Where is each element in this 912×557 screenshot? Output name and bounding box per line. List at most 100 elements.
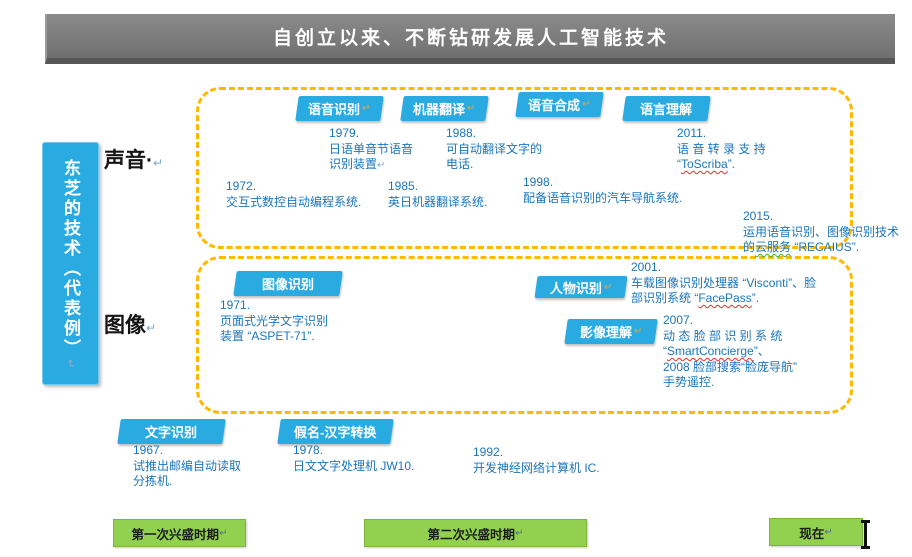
timeline-entry-2011[interactable]: 2011.语 音 转 录 支 持 “ToScriba”.: [677, 126, 766, 173]
entry-text: 部识别系统 “: [631, 291, 699, 305]
category-chip-character-recognition[interactable]: 文字识别: [117, 419, 226, 444]
return-mark: ↵: [219, 527, 228, 539]
entry-line: 手势遥控.: [663, 375, 797, 391]
entry-text: 交互式数控自动编程系统.: [226, 194, 362, 209]
category-chip-speech-synthesis[interactable]: 语音合成↵: [515, 92, 604, 117]
entry-line: 交互式数控自动编程系统.: [226, 195, 361, 211]
category-chip-video-understanding[interactable]: 影像理解↵: [564, 319, 658, 344]
entry-text: 1972.: [226, 179, 257, 193]
category-chip-language-understanding[interactable]: 语言理解: [622, 96, 711, 121]
entry-text: ”.: [751, 291, 760, 305]
entry-text: 配备语音识别的汽车导航系统.: [523, 190, 683, 205]
timeline-entry-1992[interactable]: 1992. 开发神经网络计算机 IC.: [473, 445, 600, 476]
entry-text: 2008 脸部搜索“脸庞导航”: [663, 359, 798, 374]
image-timeline-box[interactable]: [196, 256, 853, 414]
entry-text: 日语单音节语音: [329, 141, 414, 156]
entry-text: 1985.: [388, 179, 419, 193]
period-bar-now[interactable]: 现在↵: [769, 518, 863, 546]
entry-line: 1988.: [446, 126, 542, 142]
timeline-entry-2015[interactable]: 2015.运用语音识别、图像识别技术的云服务 “RECAIUS”.: [743, 209, 899, 256]
category-chip-person-recognition[interactable]: 人物识别↵: [534, 276, 628, 298]
entry-text: 电话.: [446, 157, 474, 171]
entry-text: 1988.: [446, 126, 477, 140]
entry-line: 可自动翻译文字的: [446, 142, 542, 158]
text-cursor: [860, 520, 870, 550]
timeline-entry-1985[interactable]: 1985.英日机器翻译系统.: [388, 179, 487, 210]
entry-line: 电话.: [446, 157, 542, 173]
entry-text: 语 音 转 录 支 持: [677, 141, 766, 156]
return-mark: ↵: [633, 326, 643, 337]
entry-text: 1979.: [329, 126, 360, 140]
timeline-entry-1979[interactable]: 1979.日语单音节语音识别装置↵: [329, 126, 413, 174]
category-chip-machine-translation[interactable]: 机器翻译↵: [400, 96, 489, 121]
entry-text: 1992.: [473, 445, 504, 459]
spellchecked-term: SmartConcierge: [667, 344, 754, 358]
category-label: 人物识别: [549, 280, 602, 296]
period-label: 现在: [799, 526, 825, 541]
toshiba-tech-vertical-label[interactable]: 东芝的技术（代表例）↵: [42, 142, 99, 385]
section-label-sound[interactable]: 声音·↵: [104, 149, 164, 172]
category-chip-image-recognition[interactable]: 图像识别: [233, 271, 343, 296]
entry-text: 1978.: [293, 443, 324, 457]
entry-text: 2011.: [677, 126, 707, 140]
entry-line: 动 态 脸 部 识 别 系 统: [663, 329, 797, 345]
return-mark: ↵: [467, 103, 476, 114]
entry-line: 部识别系统 “FacePass”.: [631, 291, 816, 307]
period-label: 第二次兴盛时期: [427, 527, 516, 542]
period-label: 第一次兴盛时期: [131, 527, 220, 542]
entry-line: 2015.: [743, 209, 899, 225]
category-label: 文字识别: [145, 425, 198, 440]
entry-line: 试推出邮编自动读取: [133, 459, 241, 475]
slide-title: 自创立以来、不断钻研发展人工智能技术: [272, 27, 669, 49]
entry-text: 车载图像识别处理器 “Visconti”、脸: [631, 275, 817, 290]
category-label: 语言理解: [640, 102, 693, 117]
timeline-entry-1978[interactable]: 1978.日文文字处理机 JW10.: [293, 443, 414, 474]
entry-line: 页面式光学文字识别: [220, 314, 328, 330]
category-label: 语音识别: [308, 102, 361, 117]
entry-line: 1978.: [293, 443, 414, 459]
period-bar-second-boom[interactable]: 第二次兴盛时期↵: [364, 519, 587, 547]
sound-timeline-box[interactable]: [196, 87, 853, 249]
title-banner[interactable]: 自创立以来、不断钻研发展人工智能技术: [45, 14, 895, 64]
vertical-label-text: 东芝的技术（代表例）: [61, 158, 80, 359]
timeline-entry-1988[interactable]: 1988.可自动翻译文字的电话.: [446, 126, 542, 173]
timeline-entry-1972[interactable]: 1972.交互式数控自动编程系统.: [226, 179, 361, 210]
category-chip-kana-kanji-conversion[interactable]: 假名-汉字转换: [277, 419, 394, 444]
entry-text: 手势遥控.: [663, 375, 715, 389]
entry-text: ↵: [377, 160, 386, 171]
entry-line: “SmartConcierge”、: [663, 344, 797, 360]
timeline-entry-1998[interactable]: 1998.配备语音识别的汽车导航系统.: [523, 175, 682, 206]
entry-line: 开发神经网络计算机 IC.: [473, 461, 600, 477]
category-chip-speech-recognition[interactable]: 语音识别↵: [295, 96, 384, 121]
entry-text: 运用语音识别、图像识别技术: [743, 224, 900, 239]
entry-text: 1998.: [523, 175, 554, 189]
entry-text: 试推出邮编自动读取: [133, 458, 242, 473]
timeline-entry-1971[interactable]: 1971.页面式光学文字识别装置 “ASPET-71”.: [220, 298, 328, 345]
entry-text: 识别装置: [329, 157, 378, 171]
entry-text: 动 态 脸 部 识 别 系 统: [663, 328, 783, 343]
return-mark: ↵: [146, 321, 157, 335]
entry-line: 2001.: [631, 260, 816, 276]
timeline-entry-1967[interactable]: 1967.试推出邮编自动读取分拣机.: [133, 443, 241, 490]
period-bar-first-boom[interactable]: 第一次兴盛时期↵: [113, 519, 246, 547]
entry-line: 1992.: [473, 445, 600, 461]
spellchecked-term: FacePass: [698, 291, 752, 305]
entry-line: 2007.: [663, 313, 797, 329]
section-label-image[interactable]: 图像↵: [104, 314, 157, 337]
timeline-entry-2007[interactable]: 2007.动 态 脸 部 识 别 系 统“SmartConcierge”、200…: [663, 313, 797, 391]
entry-line: 日语单音节语音: [329, 142, 413, 158]
entry-line: 1985.: [388, 179, 487, 195]
category-label: 机器翻译: [413, 102, 466, 117]
entry-line: 装置 “ASPET-71”.: [220, 329, 328, 345]
entry-text: 可自动翻译文字的: [446, 141, 543, 156]
entry-text: ”、: [753, 344, 770, 358]
entry-line: 2011.: [677, 126, 766, 142]
timeline-entry-2001[interactable]: 2001.车载图像识别处理器 “Visconti”、脸部识别系统 “FacePa…: [631, 260, 816, 307]
return-mark: ↵: [64, 358, 76, 369]
entry-text: 页面式光学文字识别: [220, 313, 329, 328]
return-mark: ↵: [824, 526, 833, 538]
spellchecked-term: 云服务: [755, 240, 792, 254]
entry-line: 1971.: [220, 298, 328, 314]
return-mark: ↵: [582, 99, 591, 110]
